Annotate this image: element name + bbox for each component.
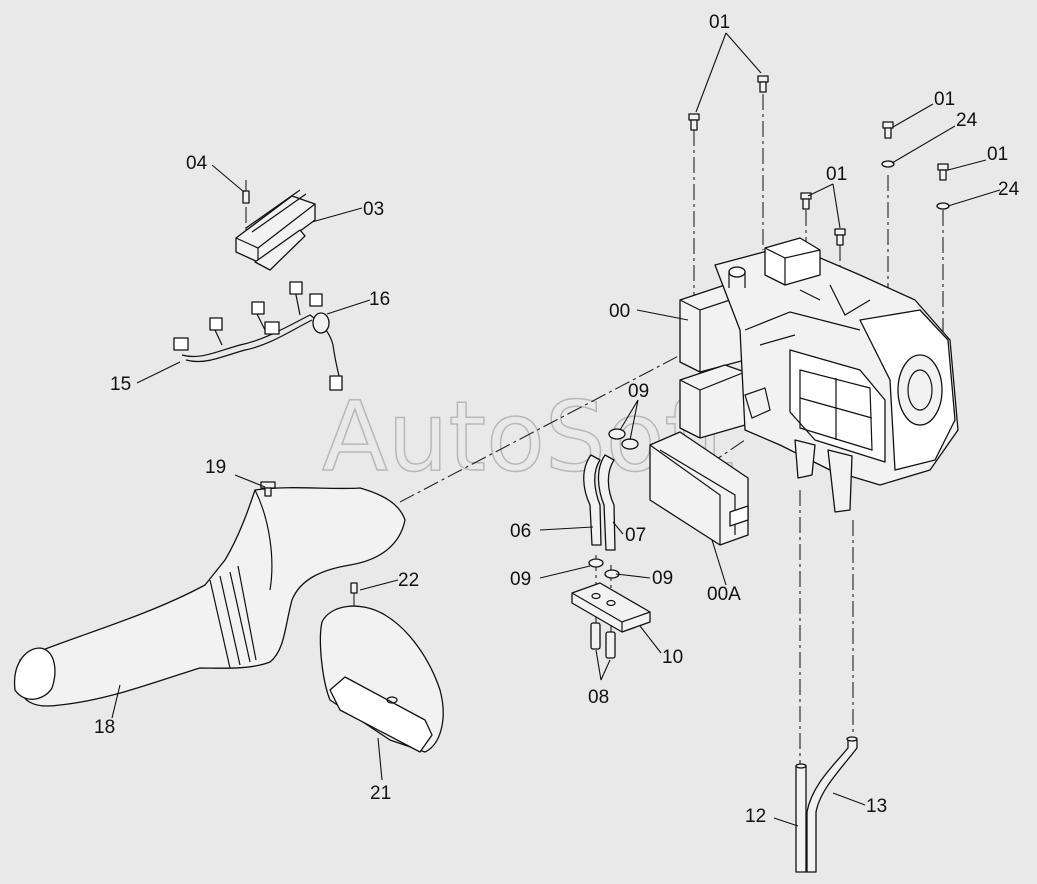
bolt-01-a	[688, 113, 700, 131]
label-08: 08	[588, 687, 609, 708]
plate-10	[571, 582, 651, 633]
bolt-01-e	[800, 192, 812, 210]
clip-16	[312, 312, 330, 334]
pipe-08	[590, 622, 616, 659]
drain-hose-13	[806, 736, 858, 873]
label-22: 22	[398, 570, 419, 591]
hose-06	[583, 454, 602, 546]
hvac-unit-00	[679, 237, 959, 513]
label-01-mid: 01	[826, 164, 847, 185]
label-00: 00	[609, 301, 630, 322]
cover-03	[235, 189, 316, 271]
label-09-upper: 09	[628, 381, 649, 402]
part-labels: 01 01 24 01 24 01 04 03 16 15 00 09 06 0…	[94, 12, 1020, 827]
drain-hose-12	[795, 763, 807, 873]
label-24-b: 24	[998, 179, 1020, 200]
clip-22	[350, 582, 358, 594]
label-18: 18	[94, 717, 115, 738]
washer-24-a	[881, 160, 895, 168]
label-01-right-b: 01	[987, 144, 1008, 165]
washer-24-b	[936, 202, 950, 210]
label-21: 21	[370, 783, 391, 804]
leader-lines	[111, 32, 1001, 827]
label-01-top: 01	[709, 12, 730, 33]
label-03: 03	[363, 199, 384, 220]
label-13: 13	[866, 796, 887, 817]
label-04: 04	[186, 153, 208, 174]
label-09-lower-left: 09	[510, 569, 531, 590]
label-06: 06	[510, 521, 531, 542]
label-12: 12	[745, 806, 766, 827]
label-16: 16	[369, 289, 390, 310]
label-07: 07	[625, 525, 646, 546]
label-10: 10	[662, 647, 683, 668]
bolt-01-d	[937, 163, 949, 181]
bolt-01-b	[757, 75, 769, 93]
label-15: 15	[110, 374, 131, 395]
duct-18	[13, 487, 406, 707]
bolt-01-f	[834, 228, 846, 246]
screw-04	[242, 190, 250, 204]
label-24-a: 24	[956, 110, 978, 131]
wire-harness-15	[173, 281, 343, 391]
label-00A: 00A	[707, 584, 741, 605]
label-09-lower-right: 09	[652, 568, 673, 589]
label-19: 19	[205, 457, 226, 478]
hose-07	[597, 454, 616, 551]
clamp-09-lower	[588, 558, 620, 579]
label-01-right-a: 01	[934, 89, 955, 110]
duct-21	[319, 605, 444, 753]
filter-00A	[649, 431, 749, 546]
clamp-09-upper	[608, 428, 639, 450]
bolt-01-c	[882, 121, 894, 139]
